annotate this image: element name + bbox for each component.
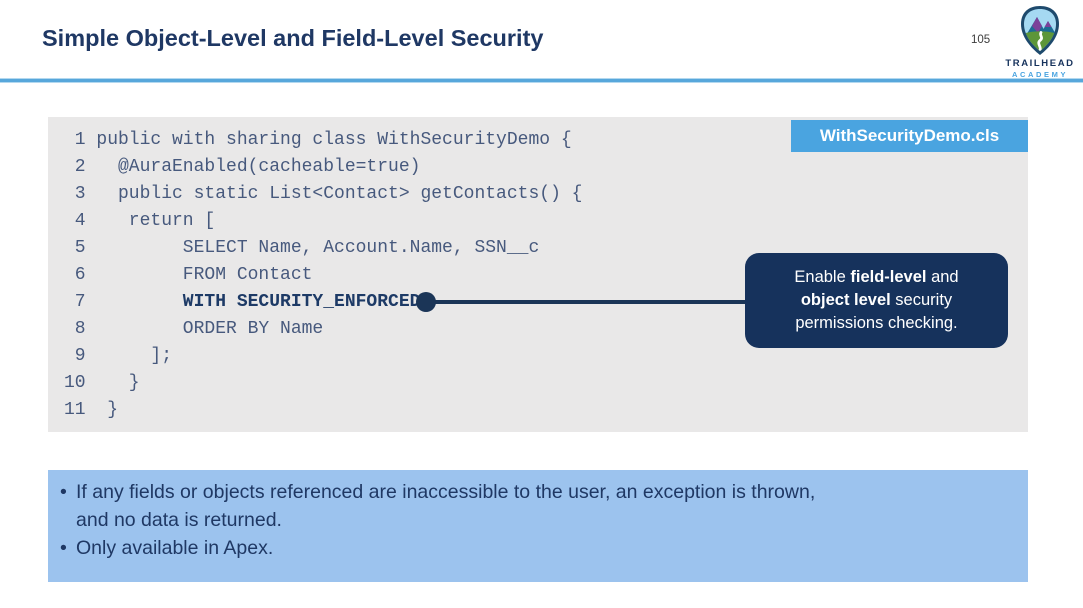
code-line-text: SELECT Name, Account.Name, SSN__c	[96, 238, 540, 258]
callout-plain-text: security	[890, 291, 953, 309]
code-line-text: return [	[96, 211, 216, 231]
callout-plain-text: permissions checking.	[795, 314, 958, 332]
code-line-number: 8	[74, 319, 86, 339]
note-bullet: Only available in Apex.	[60, 535, 851, 563]
note-bullet: If any fields or objects referenced are …	[60, 479, 851, 534]
code-line: 11 }	[64, 397, 1028, 424]
code-line-number: 4	[74, 211, 86, 231]
code-line-number: 9	[74, 346, 86, 366]
trailhead-academy-logo: TRAILHEAD ACADEMY	[1000, 5, 1080, 78]
code-line: 9 ];	[64, 343, 1028, 370]
callout-bubble: Enable field-level and object level secur…	[745, 253, 1008, 348]
code-line-number: 3	[74, 184, 86, 204]
callout-plain-text: Enable	[794, 268, 851, 286]
code-line-text: public with sharing class WithSecurityDe…	[96, 130, 572, 150]
callout-connector-dot	[416, 292, 436, 312]
code-line-number: 1	[74, 130, 86, 150]
notes-box: If any fields or objects referenced are …	[48, 470, 1028, 582]
code-line: 1 public with sharing class WithSecurityD…	[64, 127, 1028, 154]
code-line-text: FROM Contact	[96, 265, 313, 285]
code-line: 7 WITH SECURITY_ENFORCED	[64, 289, 1028, 316]
callout-bold-text: field-level	[850, 268, 927, 286]
filename-badge: WithSecurityDemo.cls	[791, 120, 1028, 152]
code-line-text: WITH SECURITY_ENFORCED	[96, 292, 421, 312]
callout-text: Enable field-level and object level secur…	[794, 266, 958, 335]
callout-connector-line	[430, 300, 748, 304]
header-divider	[0, 79, 1083, 82]
code-line: 10 }	[64, 370, 1028, 397]
page-title: Simple Object-Level and Field-Level Secu…	[42, 25, 544, 51]
code-line-number: 5	[74, 238, 86, 258]
code-lines: 1 public with sharing class WithSecurityD…	[48, 117, 1028, 424]
code-line-number: 11	[64, 400, 86, 420]
code-line-number: 7	[74, 292, 86, 312]
code-line: 4 return [	[64, 208, 1028, 235]
code-line: 8 ORDER BY Name	[64, 316, 1028, 343]
trailhead-badge-icon	[1021, 6, 1059, 55]
code-line: 5 SELECT Name, Account.Name, SSN__c	[64, 235, 1028, 262]
code-line-text: }	[96, 400, 118, 420]
code-line-number: 10	[64, 373, 86, 393]
code-line-text: public static List<Contact> getContacts(…	[96, 184, 583, 204]
logo-primary-text: TRAILHEAD	[1005, 58, 1075, 69]
callout-bold-text: object level	[800, 291, 891, 309]
code-line-number: 2	[74, 157, 86, 177]
code-line-text: @AuraEnabled(cacheable=true)	[96, 157, 421, 177]
code-line: 3 public static List<Contact> getContact…	[64, 181, 1028, 208]
code-line: 6 FROM Contact	[64, 262, 1028, 289]
callout-plain-text: and	[926, 268, 959, 286]
code-line-text: ORDER BY Name	[96, 319, 324, 339]
logo-secondary-text: ACADEMY	[1011, 69, 1069, 79]
code-line: 2 @AuraEnabled(cacheable=true)	[64, 154, 1028, 181]
code-line-number: 6	[74, 265, 86, 285]
notes-list: If any fields or objects referenced are …	[60, 479, 1008, 563]
code-line-text: }	[96, 373, 140, 393]
page-number: 105	[971, 34, 991, 46]
code-line-text: ];	[96, 346, 173, 366]
